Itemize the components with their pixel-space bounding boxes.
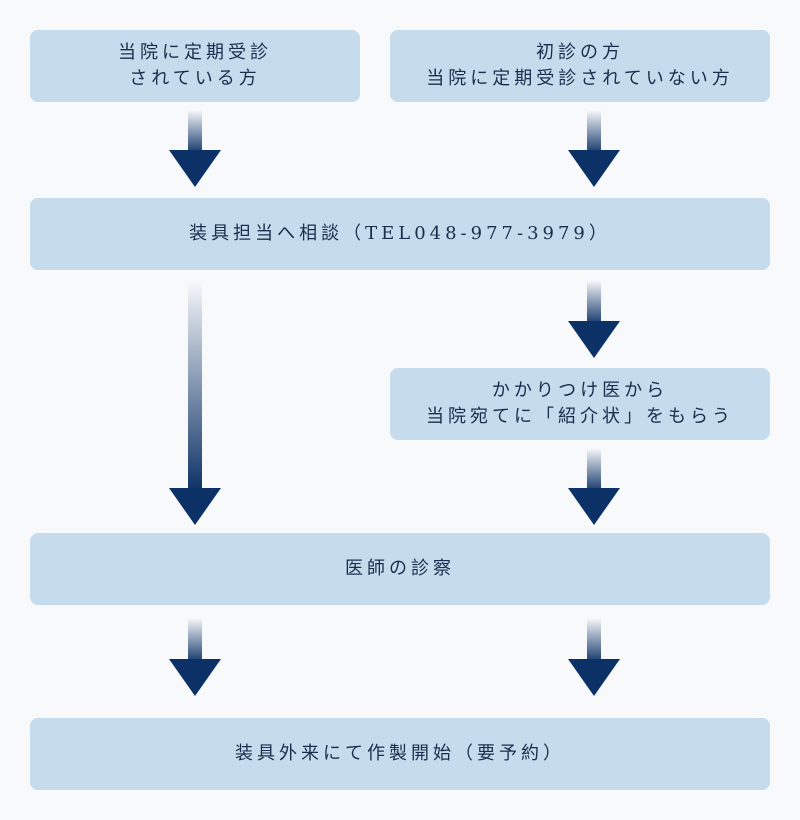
doctor-exam-text: 医師の診察 <box>345 558 455 579</box>
referral-line1: かかりつけ医から <box>491 380 669 401</box>
arrow-down-icon <box>169 280 221 525</box>
existing-patient-line2: されている方 <box>129 68 261 89</box>
arrow-down-icon <box>169 110 221 187</box>
arrow-down-icon <box>568 110 620 187</box>
arrow-down-icon <box>568 448 620 525</box>
doctor-exam-box: 医師の診察 <box>30 533 770 605</box>
arrow-down-icon <box>568 618 620 696</box>
referral-box: かかりつけ医から 当院宛てに「紹介状」をもらう <box>390 368 770 440</box>
start-outpatient-text: 装具外来にて作製開始（要予約） <box>235 743 565 764</box>
consultation-box: 装具担当へ相談（TEL048-977-3979） <box>30 198 770 270</box>
existing-patient-box: 当院に定期受診 されている方 <box>30 30 360 102</box>
start-outpatient-box: 装具外来にて作製開始（要予約） <box>30 718 770 790</box>
arrow-down-icon <box>568 280 620 358</box>
referral-line2: 当院宛てに「紹介状」をもらう <box>426 406 734 427</box>
consultation-text: 装具担当へ相談（TEL048-977-3979） <box>189 223 611 244</box>
arrow-down-icon <box>169 618 221 696</box>
new-patient-line2: 当院に定期受診されていない方 <box>426 68 734 89</box>
new-patient-box: 初診の方 当院に定期受診されていない方 <box>390 30 770 102</box>
existing-patient-line1: 当院に定期受診 <box>118 42 272 63</box>
new-patient-line1: 初診の方 <box>536 42 624 63</box>
